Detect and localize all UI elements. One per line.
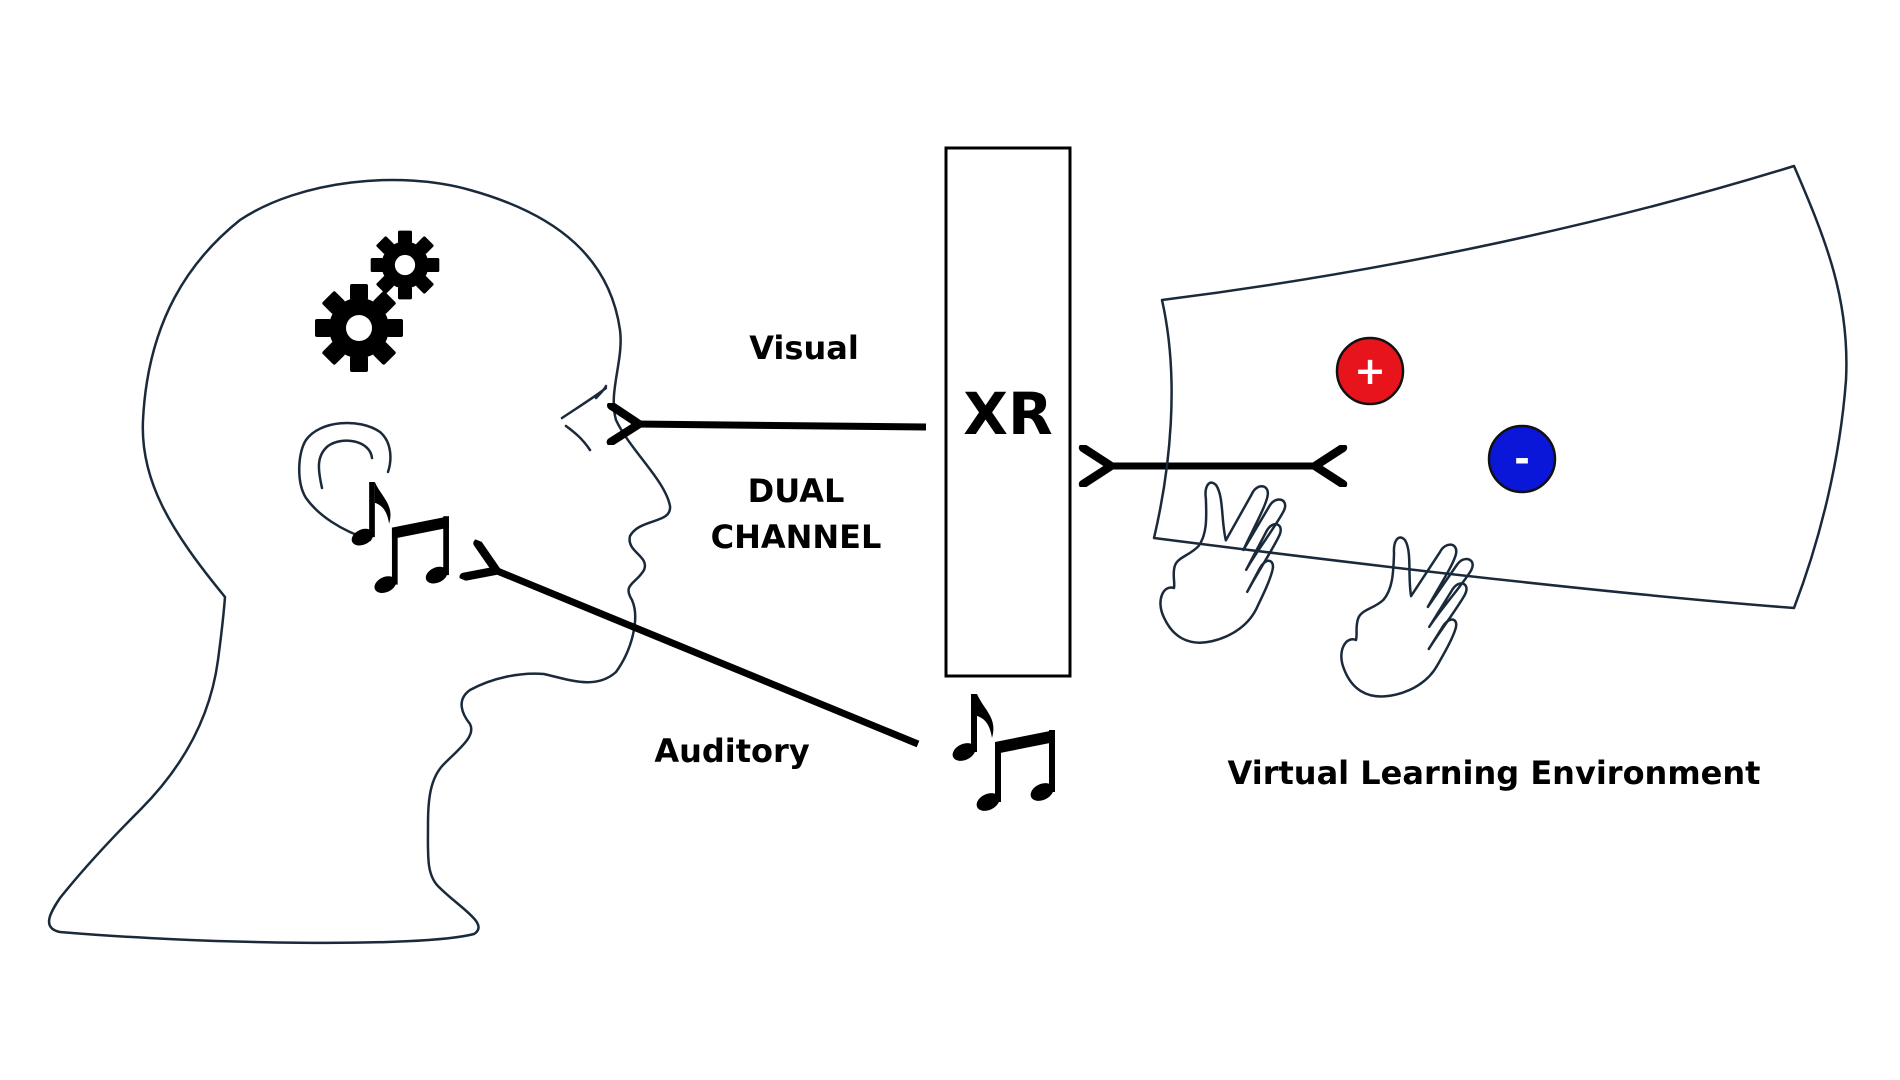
negative-charge-symbol: - (1514, 437, 1530, 481)
dual-channel-label-line2: CHANNEL (711, 518, 882, 556)
ear-inner (317, 439, 374, 490)
virtual-learning-environment-label: Virtual Learning Environment (1228, 754, 1761, 792)
gear-icon (370, 230, 440, 300)
virtual-screen (1152, 164, 1848, 610)
xr-panel (944, 146, 1072, 678)
positive-charge-circle (1335, 336, 1405, 406)
auditory-label: Auditory (654, 732, 809, 770)
gear-icon (315, 284, 403, 372)
visual-label: Visual (749, 329, 859, 367)
negative-charge-circle (1487, 424, 1557, 494)
visual-arrow (632, 424, 927, 427)
music-note-icon (949, 694, 1057, 815)
positive-charge: + (1335, 336, 1405, 406)
ear-outline (298, 421, 392, 542)
eye-mark (560, 384, 608, 452)
music-note-icon (348, 482, 451, 597)
negative-charge: - (1487, 424, 1557, 494)
positive-charge-symbol: + (1354, 349, 1386, 393)
hand-icon (1332, 531, 1483, 701)
dual-channel-label-line1: DUAL (748, 472, 845, 510)
auditory-arrow (490, 568, 920, 748)
xr-label: XR (963, 380, 1052, 448)
hand-icon (1143, 471, 1304, 650)
head-outline (47, 178, 672, 945)
